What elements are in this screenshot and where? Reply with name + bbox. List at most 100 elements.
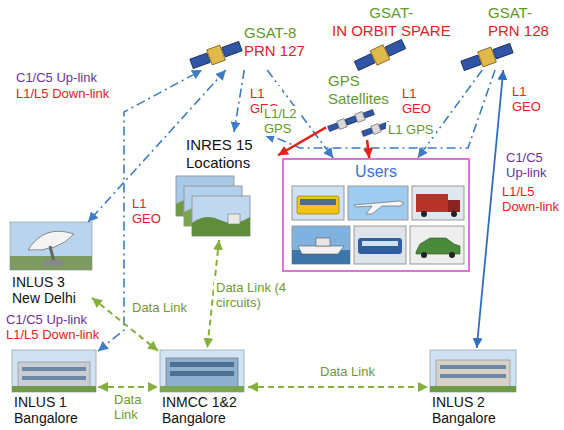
photo-frame (348, 186, 408, 220)
signal-label: Data Link (4 circuits) (214, 280, 294, 310)
photo-sky (160, 350, 244, 392)
signal-label: C1/C5 Up-link (504, 150, 564, 180)
solar-panel (345, 117, 356, 126)
building-windows (440, 365, 506, 369)
node-label: INMCC 1&2 Bangalore (162, 394, 244, 426)
truck-cab (448, 200, 460, 212)
node-label: GPS Satellites (328, 72, 398, 108)
solar-panel (354, 54, 375, 71)
photo-frame (292, 226, 350, 264)
solar-panel (362, 128, 373, 137)
photo-sky (10, 222, 92, 270)
solar-panel (461, 55, 481, 71)
photo-lawn (160, 386, 244, 392)
building-block (436, 360, 510, 388)
train-window (362, 241, 398, 246)
landscape-photo (192, 196, 250, 236)
photo-frame (412, 186, 464, 220)
bus-window (300, 199, 336, 205)
node-label: PRN 128 (488, 22, 549, 40)
signal-label: C1/C5 Up-link (14, 70, 99, 85)
satellite-icon (189, 39, 243, 72)
truck-photo (412, 186, 464, 220)
ground-station: INLUS 3 New Delhi (8, 222, 92, 306)
satellite-body (371, 124, 381, 135)
node-label: GSAT- (488, 4, 532, 22)
photo-frame (292, 186, 344, 220)
building-block (18, 362, 90, 388)
bus-body (297, 196, 339, 214)
photo-frame (354, 226, 406, 264)
reference-stations: INRES 15 Locations (172, 132, 278, 240)
signal-link (248, 386, 428, 388)
signal-label: Data Link (130, 300, 189, 315)
photo-sky (192, 196, 250, 236)
photo-lawn (430, 386, 516, 392)
ground-station: INLUS 2 Bangalore (428, 348, 518, 426)
satellite-node: GSAT-8PRN 127 (188, 20, 309, 70)
node-label: IN ORBIT SPARE (332, 22, 451, 40)
satellite-icon (345, 108, 375, 126)
photo-sky (430, 350, 516, 392)
node-label: PRN 127 (244, 42, 305, 60)
building-windows (22, 376, 86, 380)
building-photo (160, 350, 244, 392)
node-label: INLUS 3 New Delhi (12, 274, 88, 306)
building-windows (22, 367, 86, 371)
satellite-body (478, 47, 497, 67)
node-label: INLUS 1 Bangalore (14, 394, 94, 426)
node-label: Users (355, 162, 397, 182)
signal-label: Data Link (318, 364, 377, 379)
ship-hull (298, 246, 344, 254)
node-label: GSAT- (369, 4, 413, 22)
solar-panel (328, 123, 339, 132)
signal-label: Data Link (112, 392, 150, 422)
ship-photo (292, 226, 350, 264)
bus-photo (292, 186, 344, 220)
satellite-icon (460, 41, 514, 74)
signal-label: C1/C5 Up-link (4, 312, 89, 327)
photo-sky (12, 350, 96, 392)
truck-cargo (416, 194, 448, 212)
signal-label: L1 GEO (400, 86, 434, 116)
ground-station: INLUS 1 Bangalore (10, 348, 98, 426)
satellite-body (207, 45, 226, 65)
plane-shape (354, 201, 404, 214)
truck-wheel (421, 211, 427, 217)
users-box: Users (282, 158, 470, 272)
dish-stand (50, 246, 54, 262)
satellite-icon (327, 115, 357, 133)
solar-panel (346, 116, 357, 125)
node-label: GSAT-8 (244, 24, 296, 42)
building-windows (170, 371, 234, 376)
ship-cabin (316, 238, 330, 246)
photo-building (228, 214, 240, 224)
signal-label: L1 GEO (130, 196, 164, 226)
satellite-icon (353, 37, 407, 73)
building-windows (170, 362, 234, 367)
signal-label: L1 GEO (510, 84, 544, 114)
satellite-body (337, 119, 347, 130)
photo-frame (410, 226, 464, 264)
solar-panel (363, 110, 374, 119)
photo-lawn (12, 386, 96, 392)
signal-label: L1 GPS (386, 122, 436, 137)
satellite-node: GSAT-IN ORBIT SPARE (330, 4, 453, 68)
solar-panel (385, 39, 406, 56)
train-photo (354, 226, 406, 264)
photo-hills (192, 217, 250, 236)
signal-label: L1/L2 GPS (262, 106, 300, 136)
signal-link (98, 70, 202, 351)
train-body (358, 238, 402, 254)
car-wheel (421, 252, 427, 258)
satellite-node: GSAT-PRN 128 (460, 4, 553, 70)
signal-label: L1/L5 Down-link (4, 327, 101, 342)
satellite-body (355, 112, 365, 123)
building-photo (12, 350, 96, 392)
building-photo (430, 350, 516, 392)
satellite-body (370, 45, 389, 65)
signal-link (98, 386, 158, 388)
node-label: INRES 15 Locations (186, 136, 274, 172)
